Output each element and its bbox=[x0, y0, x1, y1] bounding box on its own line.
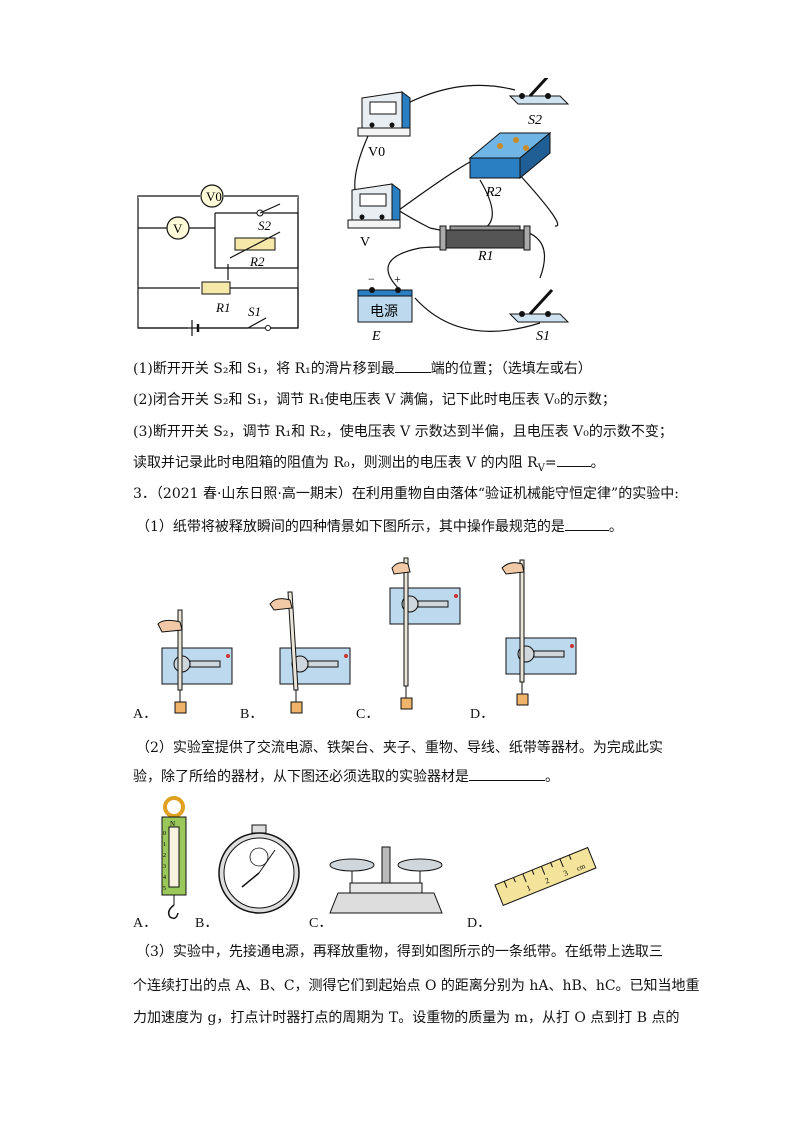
q1-option-a[interactable]: A． bbox=[133, 707, 158, 722]
scene-b bbox=[269, 591, 351, 714]
v0-label: V0 bbox=[206, 189, 222, 204]
scene-d bbox=[501, 559, 577, 706]
problem-3-q2-line1: （2）实验室提供了交流电源、铁架台、夹子、重物、导线、纸带等器材。为完成此实 bbox=[136, 740, 663, 756]
q1-option-d[interactable]: D． bbox=[470, 707, 495, 722]
r2-label: R2 bbox=[249, 254, 265, 269]
svg-text:0: 0 bbox=[163, 831, 166, 837]
v-apparatus-label: V bbox=[360, 235, 370, 250]
q2-option-c[interactable]: C． bbox=[309, 916, 333, 931]
spring-scale-icon: N 0 1 2 3 4 5 bbox=[161, 796, 187, 920]
release-scenes-figure bbox=[157, 557, 577, 714]
switch-s1: S1 bbox=[508, 288, 570, 343]
scene-a bbox=[157, 609, 233, 714]
svg-text:3: 3 bbox=[562, 868, 569, 878]
v0-apparatus-label: V0 bbox=[368, 145, 385, 160]
problem-3-q1: （1）纸带将被释放瞬间的四种情景如下图所示，其中操作最规范的是。 bbox=[136, 516, 623, 537]
power-supply-e: − + 电源 E bbox=[357, 272, 413, 343]
ruler-icon: 1 2 3 cm bbox=[494, 846, 597, 907]
s2-label: S2 bbox=[258, 218, 272, 233]
q1-option-c[interactable]: C． bbox=[356, 707, 380, 722]
svg-text:5: 5 bbox=[163, 886, 166, 892]
answer-blank-1[interactable] bbox=[394, 358, 431, 373]
svg-text:2: 2 bbox=[163, 853, 166, 859]
question-2-2: (2)闭合开关 S₂和 S₁，调节 R₁使电压表 V 满偏，记下此时电压表 V₀… bbox=[133, 392, 616, 408]
apparatus-diagram: V0 V S2 R2 R1 − + 电源 E bbox=[347, 78, 570, 343]
q2-option-d[interactable]: D． bbox=[467, 916, 492, 931]
q2-option-a[interactable]: A． bbox=[133, 916, 158, 931]
q1-option-b[interactable]: B． bbox=[240, 707, 264, 722]
resistance-box-r2: R2 bbox=[468, 131, 552, 200]
answer-blank-2[interactable] bbox=[556, 452, 591, 467]
circuit-diagram: V0 V S2 R2 R1 S1 bbox=[137, 184, 299, 336]
svg-text:3: 3 bbox=[163, 864, 166, 870]
answer-blank-3[interactable] bbox=[564, 516, 609, 531]
r1-label: R1 bbox=[215, 300, 230, 315]
power-supply-label: 电源 bbox=[370, 304, 398, 320]
question-2-3: (3)断开开关 S₂，调节 R₁和 R₂，使电压表 V 示数达到半偏，且电压表 … bbox=[133, 424, 673, 440]
answer-blank-4[interactable] bbox=[469, 766, 545, 781]
s2-apparatus-label: S2 bbox=[528, 113, 542, 128]
problem-3-q3-line3: 力加速度为 g，打点计时器打点的周期为 T。设重物的质量为 m，从打 O 点到打… bbox=[133, 1010, 680, 1026]
v-label: V bbox=[173, 221, 183, 236]
voltmeter-v0: V0 bbox=[357, 91, 411, 160]
rheostat-r1: R1 bbox=[439, 225, 531, 264]
problem-3-q2-line2: 验，除了所给的器材，从下图还必须选取的实验器材是。 bbox=[133, 766, 559, 787]
problem-3-q3-line1: （3）实验中，先接通电源，再释放重物，得到如图所示的一条纸带。在纸带上选取三 bbox=[136, 944, 663, 960]
q2-option-b[interactable]: B． bbox=[195, 916, 219, 931]
question-2-4: 读取并记录此时电阻箱的阻值为 R₀，则测出的电压表 V 的内阻 RV=。 bbox=[133, 452, 605, 479]
r1-apparatus-label: R1 bbox=[477, 249, 494, 264]
scene-c bbox=[389, 557, 461, 710]
svg-text:4: 4 bbox=[163, 875, 166, 881]
question-2-1: (1)断开开关 S₂和 S₁，将 R₁的滑片移到最端的位置；（选填左或右） bbox=[133, 358, 592, 379]
stopwatch-icon bbox=[218, 824, 300, 914]
e-label: E bbox=[371, 329, 381, 343]
voltmeter-v: V bbox=[347, 183, 401, 250]
switch-s2: S2 bbox=[508, 78, 570, 128]
problem-3-q3-line2: 个连续打出的点 A、B、C，测得它们到起始点 O 的距离分别为 hA、hB、hC… bbox=[133, 978, 700, 994]
svg-text:1: 1 bbox=[525, 883, 532, 893]
instruments-figure: N 0 1 2 3 4 5 1 2 3 cm bbox=[161, 796, 597, 920]
svg-text:−: − bbox=[368, 272, 375, 286]
problem-3-header: 3．（2021 春·山东日照·高一期末）在利用重物自由落体“验证机械能守恒定律”… bbox=[133, 486, 679, 502]
scale-unit: N bbox=[170, 820, 175, 828]
s1-label: S1 bbox=[248, 304, 261, 319]
s1-apparatus-label: S1 bbox=[536, 329, 550, 343]
balance-icon bbox=[329, 846, 443, 914]
svg-text:+: + bbox=[394, 272, 401, 286]
svg-text:2: 2 bbox=[544, 876, 551, 886]
r2-apparatus-label: R2 bbox=[485, 185, 502, 200]
ruler-unit: cm bbox=[576, 862, 587, 873]
svg-text:1: 1 bbox=[163, 842, 166, 848]
